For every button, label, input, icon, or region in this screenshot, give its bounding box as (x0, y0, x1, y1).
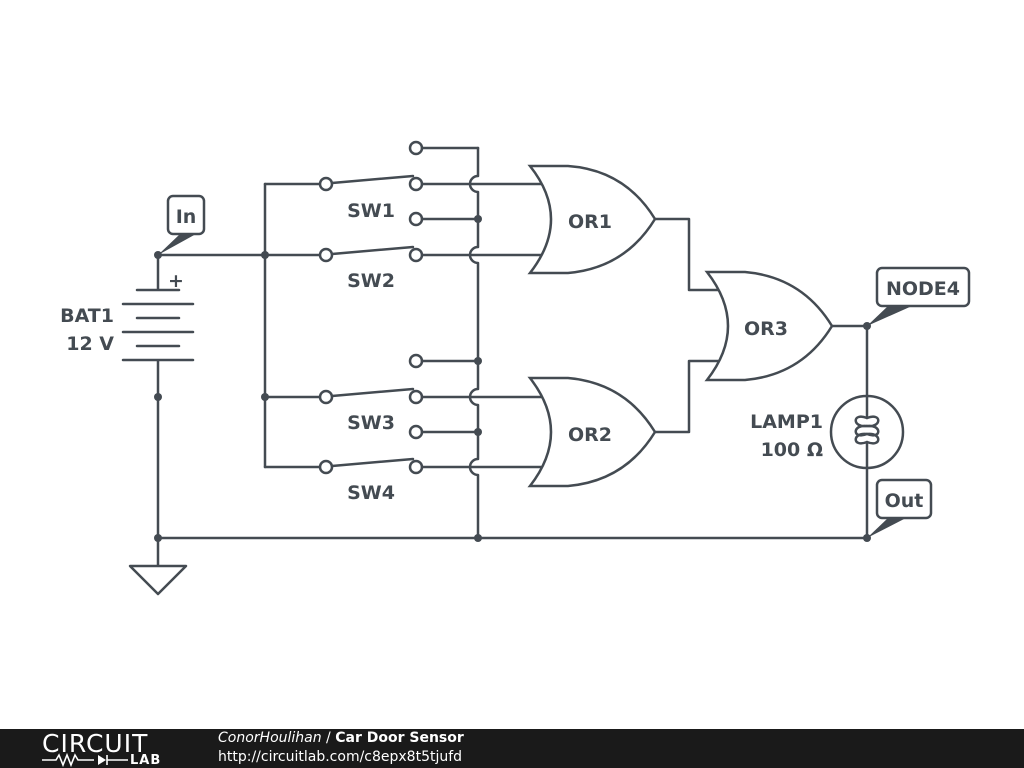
switch-sw1[interactable]: SW1 (318, 140, 424, 222)
net-label-in[interactable]: In (154, 194, 206, 259)
or-gate-or2-label: OR2 (568, 424, 612, 446)
lamp-name: LAMP1 (750, 411, 823, 433)
or-gate-or1[interactable]: OR1 (527, 164, 657, 275)
logo-wordmark-top: CIRCUIT (42, 729, 149, 758)
battery-polarity: + (168, 270, 184, 292)
junction-dot (154, 393, 162, 401)
circuit-url-link[interactable]: http://circuitlab.com/c8epx8t5tjufd (218, 749, 463, 765)
net-label-out[interactable]: Out (863, 478, 933, 542)
lamp-value: 100 Ω (761, 439, 823, 461)
battery-name: BAT1 (60, 305, 114, 327)
net-label-in-text: In (176, 206, 197, 228)
ground-symbol[interactable] (128, 564, 188, 596)
resistor-diode-icon (42, 753, 128, 767)
or-gate-or1-label: OR1 (568, 211, 612, 233)
or-gate-or3-label: OR3 (744, 318, 788, 340)
net-label-node4-text: NODE4 (886, 278, 960, 300)
net-label-node4[interactable]: NODE4 (863, 266, 971, 330)
author-name[interactable]: ConorHoulihan (218, 730, 322, 746)
circuitlab-logo[interactable]: CIRCUIT LAB (42, 729, 182, 768)
or-gate-or2[interactable]: OR2 (527, 376, 657, 488)
schematic-canvas: + BAT1 12 V In SW1 SW2 (60, 140, 971, 596)
gate-interconnect (653, 217, 722, 434)
logo-wordmark-bottom: LAB (130, 753, 162, 768)
switch-sw1-label: SW1 (347, 200, 395, 222)
footer-bar: CIRCUIT LAB ConorHoulihan / Car Door Sen… (0, 729, 1024, 768)
ground-bus (156, 146, 869, 542)
battery-branch: + BAT1 12 V (60, 253, 195, 596)
battery-symbol[interactable] (121, 288, 195, 362)
attribution-separator: / (321, 730, 336, 746)
lamp-lamp1[interactable]: LAMP1 100 Ω (750, 394, 905, 470)
supply-bus (156, 182, 324, 469)
footer-attribution: ConorHoulihan / Car Door Sensor (218, 730, 464, 746)
switch-sw2-label: SW2 (347, 270, 395, 292)
battery-value: 12 V (66, 333, 114, 355)
switch-sw2[interactable]: SW2 (318, 211, 424, 292)
net-label-out-text: Out (885, 490, 924, 512)
switch-sw3-label: SW3 (347, 412, 395, 434)
switch-sw3[interactable]: SW3 (318, 353, 424, 434)
or-gate-or3[interactable]: OR3 (704, 270, 834, 382)
output-branch (830, 324, 869, 540)
switch-output-wires (420, 182, 544, 469)
switch-sw4[interactable]: SW4 (318, 424, 424, 504)
switch-sw4-label: SW4 (347, 482, 395, 504)
circuit-title: Car Door Sensor (335, 730, 464, 746)
